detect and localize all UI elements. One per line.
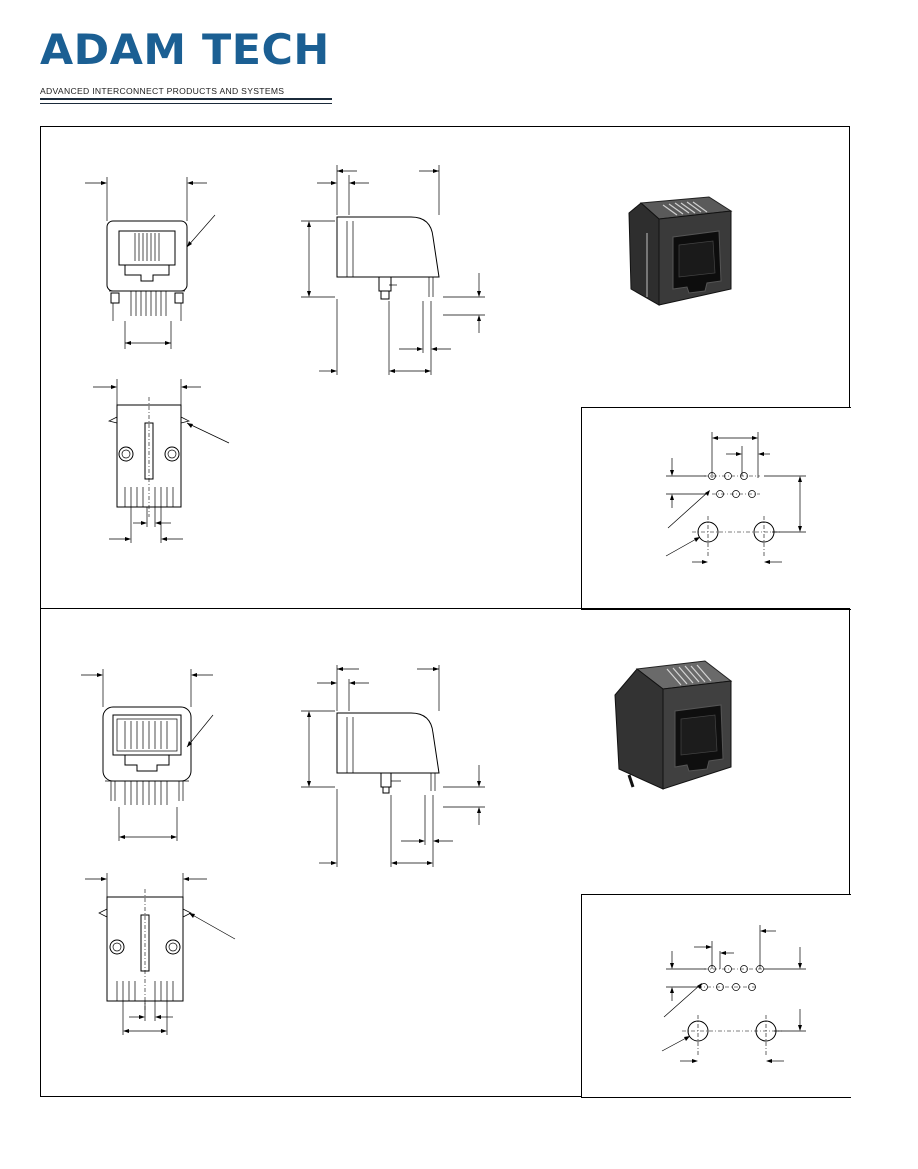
pcb-layout-inset xyxy=(581,894,851,1098)
product-photo xyxy=(614,660,733,790)
bottom-view-drawing xyxy=(85,873,236,1035)
pcb-layout-inset xyxy=(581,407,851,610)
side-view-drawing xyxy=(301,165,485,375)
product-photo xyxy=(628,196,733,306)
pcb-layout-drawing xyxy=(661,925,806,1063)
logo-rule xyxy=(40,98,332,100)
logo-rule-thin xyxy=(40,103,332,104)
pcb-layout-drawing xyxy=(665,432,806,564)
front-view-drawing xyxy=(81,669,214,841)
top-section xyxy=(40,126,851,610)
bottom-view-drawing xyxy=(93,379,230,543)
brand-logo: ADAM TECH xyxy=(40,25,332,104)
front-view-drawing xyxy=(85,177,216,349)
bottom-section xyxy=(40,608,851,1098)
brand-name: ADAM TECH xyxy=(40,25,330,74)
brand-tagline: ADVANCED INTERCONNECT PRODUCTS AND SYSTE… xyxy=(40,86,285,96)
side-view-drawing xyxy=(301,665,485,867)
